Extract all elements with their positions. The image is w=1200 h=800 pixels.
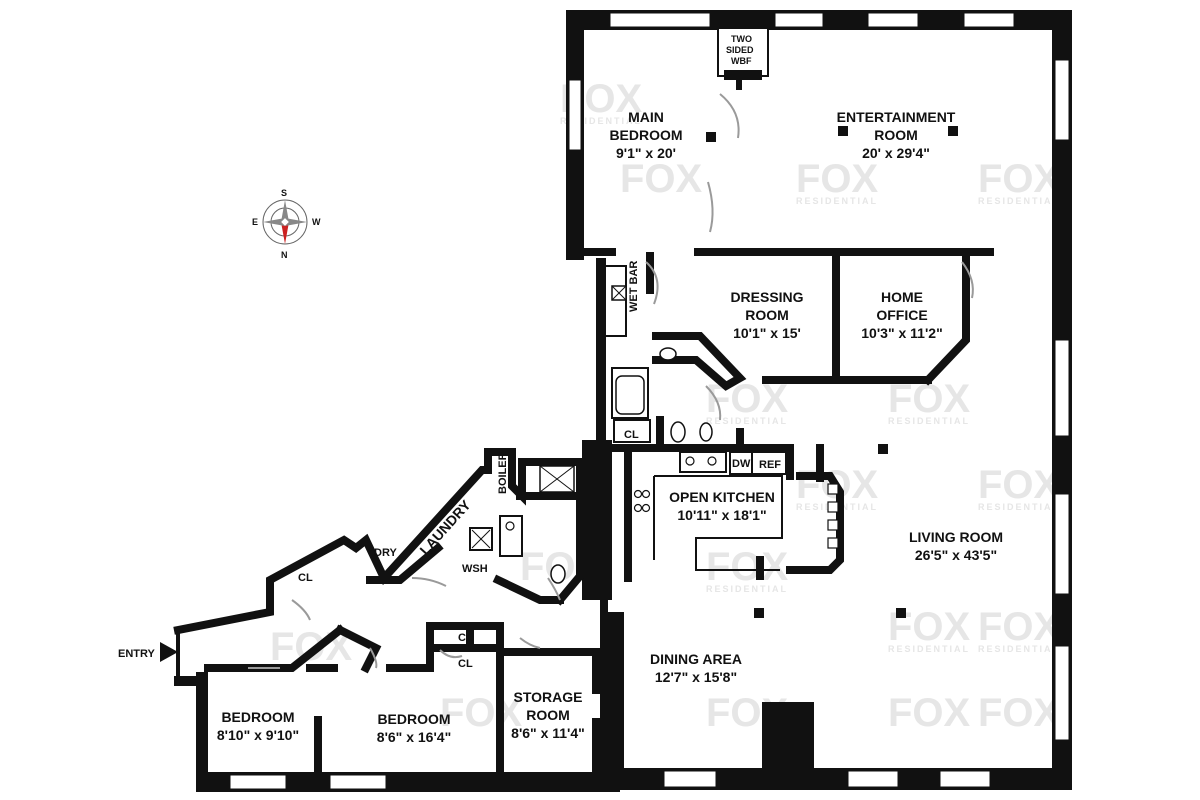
room-name: MAIN	[628, 109, 664, 125]
watermark-logo: FOX	[978, 157, 1061, 201]
toilet-icon	[670, 421, 686, 443]
room-name: ENTERTAINMENT	[837, 109, 956, 125]
toilet-icon	[550, 564, 566, 584]
stool-icon	[827, 519, 839, 531]
watermark-logo: FOX	[978, 463, 1061, 507]
room-name: BEDROOM	[221, 709, 294, 725]
room-dims: 9'1" x 20'	[616, 145, 676, 161]
room-bedroom-1: BEDROOM 8'10" x 9'10"	[217, 709, 299, 743]
windows	[229, 12, 1070, 790]
room-kitchen: OPEN KITCHEN 10'11" x 18'1"	[669, 489, 775, 523]
dishwasher-label: DW	[732, 458, 751, 470]
room-dims: 12'7" x 15'8"	[655, 669, 737, 685]
watermark-sub: RESIDENTIAL	[888, 416, 970, 426]
columns	[706, 126, 958, 618]
stool-icon	[827, 501, 839, 513]
burner-icon	[641, 489, 651, 499]
watermark-sub: RESIDENTIAL	[796, 196, 878, 206]
utility-sink-icon	[505, 521, 515, 531]
compass-n: N	[281, 250, 288, 260]
compass-w: W	[312, 217, 321, 227]
room-name: STORAGE	[514, 689, 583, 705]
refrigerator-label: REF	[759, 459, 781, 471]
room-name: OFFICE	[876, 307, 927, 323]
room-dressing: DRESSING ROOM 10'1" x 15'	[730, 289, 803, 341]
watermark-logo: FOX	[796, 157, 879, 201]
fireplace-label: SIDED	[726, 45, 754, 55]
watermark-logo: FOX	[978, 605, 1061, 649]
watermark-logo: FOX	[620, 157, 703, 201]
room-dining: DINING AREA 12'7" x 15'8"	[650, 651, 742, 685]
boiler-label: BOILER	[497, 452, 509, 494]
watermark-logo: FOX	[978, 691, 1061, 735]
room-dims: 10'3" x 11'2"	[861, 325, 942, 341]
room-name: ROOM	[745, 307, 789, 323]
room-home-office: HOME OFFICE 10'3" x 11'2"	[861, 289, 942, 341]
room-dims: 8'10" x 9'10"	[217, 727, 299, 743]
entry-arrow-icon	[160, 630, 180, 686]
room-dims: 10'11" x 18'1"	[677, 507, 766, 523]
watermark-sub: RESIDENTIAL	[560, 116, 642, 126]
room-storage: STORAGE ROOM 8'6" x 11'4"	[511, 689, 585, 741]
kitchen-sink-icon	[685, 456, 695, 466]
watermark-logo: FOX	[440, 691, 523, 735]
stool-icon	[827, 483, 839, 495]
compass-icon: S N E W	[252, 188, 321, 260]
room-entertainment: ENTERTAINMENT ROOM 20' x 29'4"	[837, 109, 956, 161]
watermark-sub: RESIDENTIAL	[706, 584, 788, 594]
room-name: ROOM	[874, 127, 918, 143]
dryer-label: DRY	[374, 547, 397, 559]
room-name: DRESSING	[730, 289, 803, 305]
entry-label: ENTRY	[118, 648, 156, 660]
bathtub-icon	[615, 375, 645, 415]
burner-icon	[641, 503, 651, 513]
interior-walls	[173, 248, 994, 780]
room-dims: 10'1" x 15'	[733, 325, 801, 341]
room-name: OPEN KITCHEN	[669, 489, 775, 505]
burner-icon	[633, 489, 643, 499]
closet-label: CL	[298, 572, 313, 584]
stool-icon	[827, 537, 839, 549]
room-name: ROOM	[526, 707, 570, 723]
room-name: BEDROOM	[377, 711, 450, 727]
compass-e: E	[252, 217, 258, 227]
closet-label: CL	[458, 632, 473, 644]
fireplace-label: WBF	[731, 56, 752, 66]
watermark-sub: RESIDENTIAL	[706, 416, 788, 426]
doors	[248, 93, 974, 669]
watermark-layer: FOX RESIDENTIAL FOX RESIDENTIAL FOX RESI…	[270, 77, 1061, 735]
room-name: LIVING ROOM	[909, 529, 1003, 545]
burner-icon	[633, 503, 643, 513]
watermark-sub: RESIDENTIAL	[978, 502, 1060, 512]
room-main-bedroom: MAIN BEDROOM 9'1" x 20'	[609, 109, 682, 161]
sink-icon	[659, 347, 677, 361]
fireplace-label: TWO	[731, 34, 752, 44]
compass-s: S	[281, 188, 287, 198]
kitchen-sink-icon	[707, 456, 717, 466]
room-name: DINING AREA	[650, 651, 742, 667]
sink-icon	[699, 422, 713, 442]
watermark-sub: RESIDENTIAL	[888, 644, 970, 654]
room-dims: 26'5" x 43'5"	[915, 547, 997, 563]
watermark-sub: RESIDENTIAL	[978, 196, 1060, 206]
washer-label: WSH	[462, 563, 488, 575]
watermark-logo: FOX	[888, 691, 971, 735]
wet-bar-label: WET BAR	[628, 261, 640, 312]
room-dims: 20' x 29'4"	[862, 145, 930, 161]
closet-label: CL	[624, 429, 639, 441]
room-name: BEDROOM	[609, 127, 682, 143]
closet-label: CL	[458, 658, 473, 670]
fixtures	[471, 285, 839, 584]
watermark-sub: RESIDENTIAL	[978, 644, 1060, 654]
room-dims: 8'6" x 16'4"	[377, 729, 451, 745]
room-bedroom-2: BEDROOM 8'6" x 16'4"	[377, 711, 451, 745]
watermark-logo: FOX	[706, 545, 789, 589]
fireplace-icon: TWO SIDED WBF	[717, 27, 769, 90]
room-name: HOME	[881, 289, 923, 305]
room-dims: 8'6" x 11'4"	[511, 725, 585, 741]
room-living: LIVING ROOM 26'5" x 43'5"	[909, 529, 1003, 563]
